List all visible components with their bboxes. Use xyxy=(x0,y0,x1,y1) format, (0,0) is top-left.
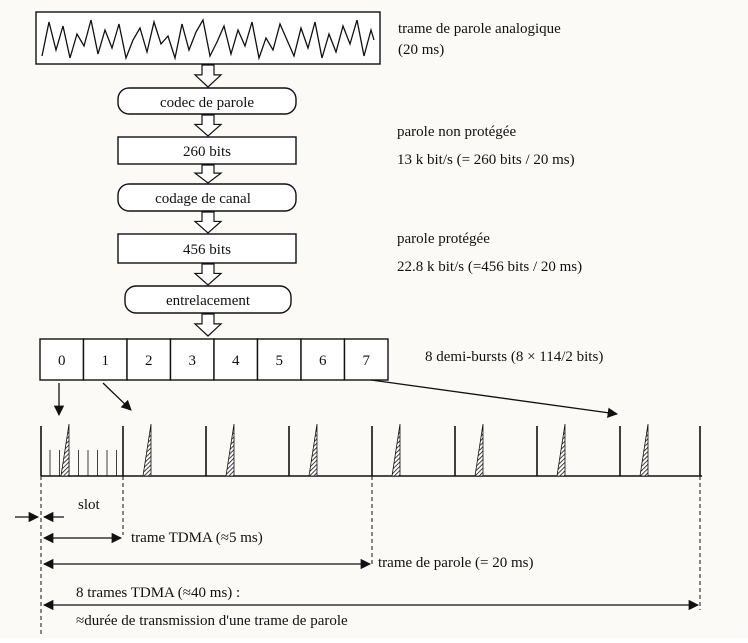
protected-speech-title: parole protégée xyxy=(397,231,490,247)
demi-burst-slot xyxy=(142,423,152,477)
speech-frame-label: trame de parole (= 20 ms) xyxy=(378,555,534,571)
bits-456-label: 456 bits xyxy=(183,242,231,258)
bits-456-block: 456 bits xyxy=(117,233,297,264)
cell-7-arrow xyxy=(370,379,619,418)
flow-arrow xyxy=(193,313,223,337)
demi-burst-cell xyxy=(39,338,85,381)
channel-coding-label: codage de canal xyxy=(155,191,251,207)
flow-arrow xyxy=(193,211,223,234)
flow-arrow xyxy=(193,114,223,137)
demi-burst-cell-label: 0 xyxy=(58,353,66,369)
demi-burst-cell-label: 4 xyxy=(232,353,240,369)
analog-frame-title: trame de parole analogique xyxy=(398,21,561,37)
demi-burst-cell-label: 6 xyxy=(319,353,327,369)
demi-burst-cell-label: 3 xyxy=(189,353,197,369)
demi-burst-slot xyxy=(639,423,649,477)
demi-bursts-label: 8 demi-bursts (8 × 114/2 bits) xyxy=(425,349,603,365)
cell-1-arrow xyxy=(102,382,132,411)
codec-label: codec de parole xyxy=(160,95,254,111)
analog-speech-frame xyxy=(35,11,381,65)
demi-burst-slot xyxy=(308,423,318,477)
bits-260-block: 260 bits xyxy=(117,136,297,165)
analog-frame-duration: (20 ms) xyxy=(398,42,444,58)
analog-waveform xyxy=(41,18,375,61)
tdma-frame-label: trame TDMA (≈5 ms) xyxy=(131,530,263,546)
demi-burst-cell-label: 1 xyxy=(102,353,110,369)
demi-burst-slot xyxy=(474,423,484,477)
channel-coding-box xyxy=(117,183,297,212)
channel-coding-block: codage de canal xyxy=(117,183,297,212)
demi-burst-cell xyxy=(300,338,346,381)
demi-burst-cell-label: 5 xyxy=(276,353,284,369)
slot-label: slot xyxy=(78,497,101,513)
flow-arrow xyxy=(193,164,223,184)
eight-tdma-label: 8 trames TDMA (≈40 ms) : xyxy=(76,585,240,601)
bits-260-box xyxy=(117,136,297,165)
timing-annotations: slot trame TDMA (≈5 ms) trame de parole … xyxy=(15,476,701,634)
demi-burst-slot xyxy=(60,423,70,477)
flow-arrows xyxy=(193,64,223,337)
transmission-duration-label: ≈durée de transmission d'une trame de pa… xyxy=(76,613,348,629)
demi-burst-cell-label: 7 xyxy=(363,353,371,369)
tdma-timeline xyxy=(40,423,702,477)
unprotected-speech-rate: 13 k bit/s (= 260 bits / 20 ms) xyxy=(397,152,575,168)
demi-burst-slot xyxy=(225,423,235,477)
demi-burst-slot xyxy=(391,423,401,477)
demi-burst-cells: 0 1 2 3 4 5 6 7 xyxy=(39,338,389,381)
codec-block: codec de parole xyxy=(117,87,297,115)
interleaving-block: entrelacement xyxy=(124,285,292,314)
demi-burst-cell xyxy=(343,338,389,381)
flow-arrow xyxy=(193,263,223,286)
protected-speech-rate: 22.8 k bit/s (=456 bits / 20 ms) xyxy=(397,259,582,275)
bits-456-box xyxy=(117,233,297,264)
demi-burst-cell-label: 2 xyxy=(145,353,153,369)
demi-burst-slot xyxy=(556,423,566,477)
demi-burst-cell xyxy=(126,338,172,381)
unprotected-speech-title: parole non protégée xyxy=(397,124,516,140)
bits-260-label: 260 bits xyxy=(183,144,231,160)
flow-arrow xyxy=(193,64,223,88)
demi-burst-cell xyxy=(213,338,259,381)
codec-box xyxy=(117,87,297,115)
interleaving-box xyxy=(124,285,292,314)
interleaving-label: entrelacement xyxy=(166,293,251,309)
